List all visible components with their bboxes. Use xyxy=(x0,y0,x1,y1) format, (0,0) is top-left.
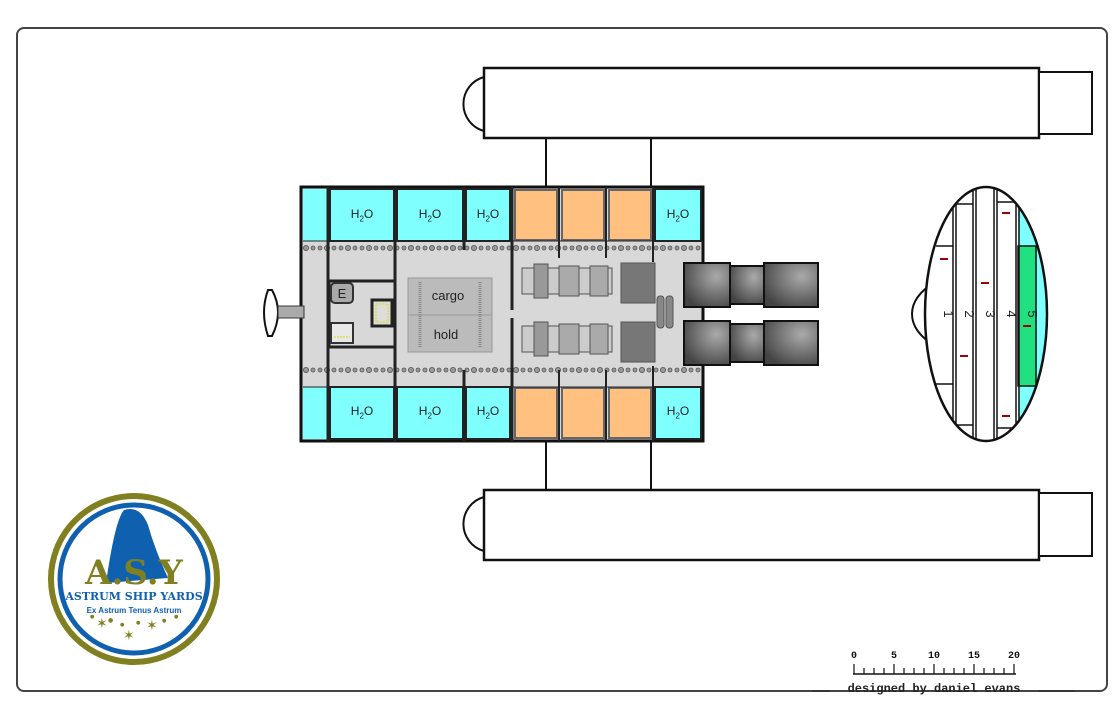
svg-text:●: ● xyxy=(162,618,167,624)
drawing-frame xyxy=(16,27,1108,692)
hold-label: hold xyxy=(434,327,459,342)
engine-nozzle xyxy=(683,320,731,366)
svg-text:●: ● xyxy=(120,622,125,628)
water-tank xyxy=(465,188,511,242)
water-tank xyxy=(654,188,702,242)
elevator xyxy=(330,282,354,304)
designer-credit: designed by daniel evans xyxy=(848,682,1021,696)
logo-motto: Ex Astrum Tenus Astrum xyxy=(87,606,182,615)
svg-text:✶: ✶ xyxy=(96,616,108,632)
water-tank-label: H2O xyxy=(666,404,690,421)
svg-text:●: ● xyxy=(90,614,95,620)
cargo-label: cargo xyxy=(432,288,465,303)
engine-nozzle xyxy=(683,262,731,308)
svg-text:●: ● xyxy=(108,617,113,624)
water-tank-label: H2O xyxy=(350,404,374,421)
water-tank-label: H2O xyxy=(418,207,442,224)
scale-tick-label: 10 xyxy=(928,651,940,662)
deck-cross-section: 1 2 3 4 5 xyxy=(910,185,1049,443)
svg-text:●: ● xyxy=(174,614,179,620)
fuel-tank xyxy=(608,387,652,439)
deck-4-label: 4 xyxy=(1004,310,1019,317)
scale-bar: 0 5 10 15 20 xyxy=(851,651,1020,675)
top-pontoon xyxy=(462,66,1093,187)
water-tank-label: H2O xyxy=(666,207,690,224)
water-tank xyxy=(465,386,511,440)
docking-port xyxy=(263,289,305,337)
scale-tick-label: 0 xyxy=(851,651,857,662)
sail-icon xyxy=(106,509,168,583)
fuel-tank xyxy=(514,387,558,439)
water-tank-label: H2O xyxy=(476,404,500,421)
deck-3-label: 3 xyxy=(983,310,998,317)
deck-5-highlight xyxy=(1017,245,1037,387)
asy-logo: A.S.Y ASTRUM SHIP YARDS Ex Astrum Tenus … xyxy=(48,493,220,665)
svg-text:✶: ✶ xyxy=(146,618,158,634)
logo-name: ASTRUM SHIP YARDS xyxy=(64,590,202,603)
cargo-hold: cargo hold xyxy=(407,277,493,353)
logo-initials: A.S.Y xyxy=(84,553,183,593)
deck-5-label: 5 xyxy=(1025,310,1040,317)
svg-text:✶: ✶ xyxy=(123,628,135,644)
scale-tick-label: 20 xyxy=(1008,651,1020,662)
bottom-pontoon xyxy=(462,441,1093,562)
star-icons: ✶ ✶ ✶ ● ● ● ● ● ● xyxy=(90,614,179,644)
fuel-tank xyxy=(561,387,605,439)
engines xyxy=(683,262,819,366)
fuel-tank xyxy=(514,189,558,241)
water-tank xyxy=(654,386,702,440)
water-tank-label: H2O xyxy=(418,404,442,421)
water-tank-label: H2O xyxy=(350,207,374,224)
scale-tick-label: 15 xyxy=(968,651,980,662)
reactor-machinery xyxy=(521,262,674,363)
ladder-markers xyxy=(940,212,1031,417)
water-tank-label: H2O xyxy=(476,207,500,224)
main-hull: E cargo hold xyxy=(263,185,705,443)
fuel-tank xyxy=(608,189,652,241)
elevator-label: E xyxy=(338,286,347,301)
fuel-tank xyxy=(561,189,605,241)
deck-1-label: 1 xyxy=(941,310,956,317)
svg-text:●: ● xyxy=(136,620,141,626)
scale-tick-label: 5 xyxy=(891,651,897,662)
deck-2-label: 2 xyxy=(962,310,977,317)
